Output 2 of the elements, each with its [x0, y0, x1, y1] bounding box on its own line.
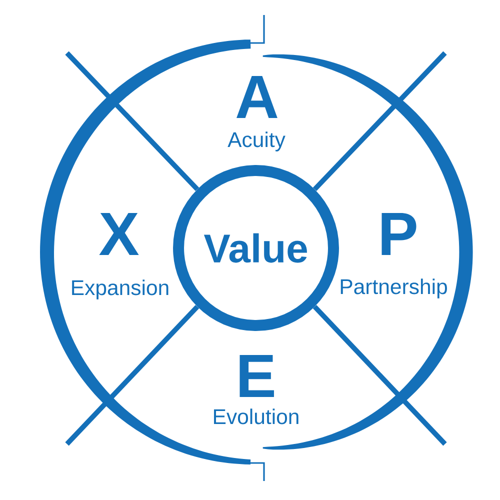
outer-ring: [40, 15, 473, 481]
quadrant-label: Evolution: [214, 408, 298, 424]
